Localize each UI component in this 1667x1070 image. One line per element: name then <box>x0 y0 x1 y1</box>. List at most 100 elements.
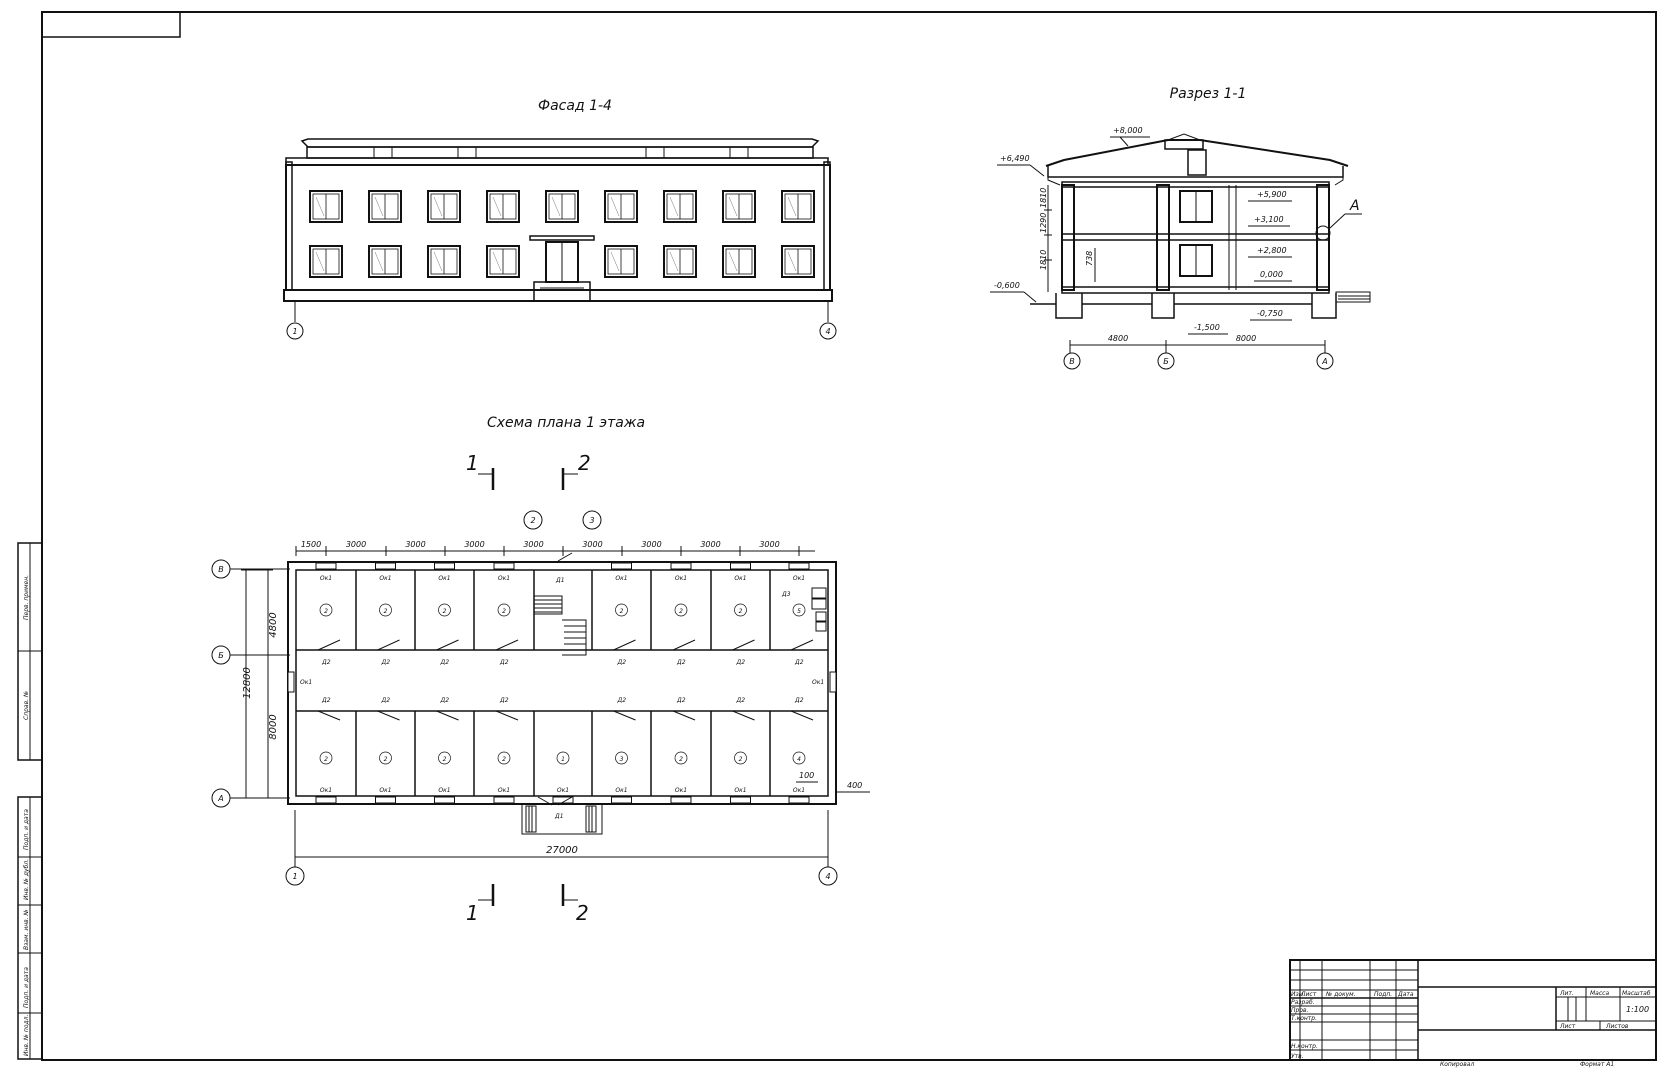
plan-top-dim-3: 3000 <box>464 540 484 549</box>
stairs <box>533 595 587 656</box>
facade-window <box>486 190 520 223</box>
door-leaf <box>317 639 341 651</box>
room-marker <box>556 751 570 765</box>
window-mark: Ок1 <box>615 787 627 794</box>
door-mark: Д2 <box>381 697 391 704</box>
section-span-4800: 4800 <box>1108 334 1128 343</box>
plan-top-dim-5: 3000 <box>582 540 602 549</box>
plan-dim-12800: 12800 <box>242 667 253 699</box>
section-levels: +8,000 +6,490 +5,900 +3,100 +2,800 0,000… <box>990 126 1292 335</box>
cut-label-1-bottom: 1 <box>466 901 479 925</box>
door-leaf <box>436 710 459 721</box>
stamp-sign-date-2: Подп. и дата <box>23 967 30 1008</box>
plan-window <box>788 796 810 804</box>
facade-window <box>604 190 638 223</box>
facade-window <box>781 245 815 278</box>
title-block: Изм. Лист № докум. Подп. Дата Разраб. Пр… <box>1289 959 1657 1068</box>
plan-axis-2: 2 <box>530 516 535 525</box>
plan-top-dim-7: 3000 <box>700 540 720 549</box>
window-mark: Ок1 <box>675 575 687 582</box>
window-mark: Ок1 <box>615 575 627 582</box>
plan-rooms: Ок12Д2Ок12Д2Ок12Д2Ок12Д2Ок12Д2Ок12Д2Ок12… <box>287 562 837 804</box>
facade-window <box>722 245 756 278</box>
room-number: 2 <box>324 608 328 615</box>
room-marker <box>674 603 688 617</box>
plan-window <box>730 562 751 570</box>
plan-window <box>493 562 515 570</box>
plan-axis-v: В <box>218 565 224 574</box>
door-leaf <box>377 710 400 721</box>
tb-sheets: Листов <box>1605 1023 1629 1030</box>
door-mark-d3: Д3 <box>781 591 791 598</box>
facade-window <box>722 190 756 223</box>
room-marker <box>792 751 806 765</box>
room-number: 2 <box>384 756 388 763</box>
plan-dim-100: 100 <box>799 771 814 780</box>
door-mark-d1: Д1 <box>555 577 565 584</box>
plan-axis-a: А <box>217 794 223 803</box>
room-marker <box>792 603 806 617</box>
level-3100: +3,100 <box>1254 215 1284 224</box>
room-number: 4 <box>797 756 801 763</box>
facade-window <box>427 245 461 278</box>
plan-window <box>670 796 692 804</box>
facade-window <box>545 190 579 223</box>
facade-window <box>781 190 815 223</box>
plan-top-dim-1: 3000 <box>346 540 366 549</box>
window-mark: Ок1 <box>379 787 391 794</box>
window-mark: Ок1 <box>300 679 312 686</box>
tb-col-doc: № докум. <box>1325 991 1356 998</box>
plan-title: Схема плана 1 этажа <box>487 415 645 431</box>
sheet-frame <box>41 11 1657 1061</box>
plan-dim-4800: 4800 <box>268 612 279 637</box>
room-marker <box>734 603 747 617</box>
window-mark: Ок1 <box>812 679 824 686</box>
door-leaf <box>495 639 519 651</box>
tb-copied: Копировал <box>1440 1061 1474 1068</box>
window-mark: Ок1 <box>438 575 450 582</box>
plan-window <box>611 562 632 570</box>
tb-scale: 1:100 <box>1626 1005 1649 1014</box>
facade-view: Фасад 1-4 1 4 <box>283 98 837 340</box>
window-mark: Ок1 <box>675 787 687 794</box>
door-leaf <box>790 639 814 651</box>
room-marker <box>615 751 628 765</box>
plan-window <box>434 562 455 570</box>
room-marker <box>319 751 333 765</box>
door-mark: Д2 <box>617 697 627 704</box>
door-leaf <box>790 710 814 721</box>
window-mark: Ок1 <box>320 787 332 794</box>
plan-window <box>434 796 455 804</box>
section-height-2: 1290 <box>1039 213 1048 233</box>
room-marker <box>379 603 392 617</box>
tb-sheet: Лист <box>1559 1023 1576 1030</box>
plan-window <box>788 562 810 570</box>
door-mark: Д2 <box>794 697 804 704</box>
window-mark: Ок1 <box>734 787 746 794</box>
plan-window <box>493 796 515 804</box>
plan-window <box>670 562 692 570</box>
door-leaf <box>732 710 755 721</box>
level-6490: +6,490 <box>1000 154 1030 163</box>
plan-top-dim-4: 3000 <box>523 540 543 549</box>
level-0600: -0,600 <box>994 281 1020 290</box>
facade-window <box>663 245 697 278</box>
window-mark: Ок1 <box>557 787 569 794</box>
stamp-ref-no: Справ. № <box>23 691 30 720</box>
room-number: 2 <box>739 756 743 763</box>
facade-window <box>663 190 697 223</box>
door-mark: Д2 <box>736 659 746 666</box>
room-marker <box>319 603 333 617</box>
section-axis-b: Б <box>1163 357 1169 366</box>
cut-label-1-top: 1 <box>466 451 479 475</box>
plan-window <box>552 796 574 804</box>
plan-window <box>287 671 295 693</box>
door-leaf <box>495 710 519 721</box>
door-leaf <box>377 639 400 651</box>
section-height-738: 738 <box>1085 251 1094 266</box>
room-number: 2 <box>679 756 683 763</box>
tb-lit: Лит. <box>1559 990 1574 997</box>
plan-top-dim-6: 3000 <box>641 540 661 549</box>
level-2800: +2,800 <box>1257 246 1287 255</box>
section-node-label: А <box>1349 198 1360 214</box>
